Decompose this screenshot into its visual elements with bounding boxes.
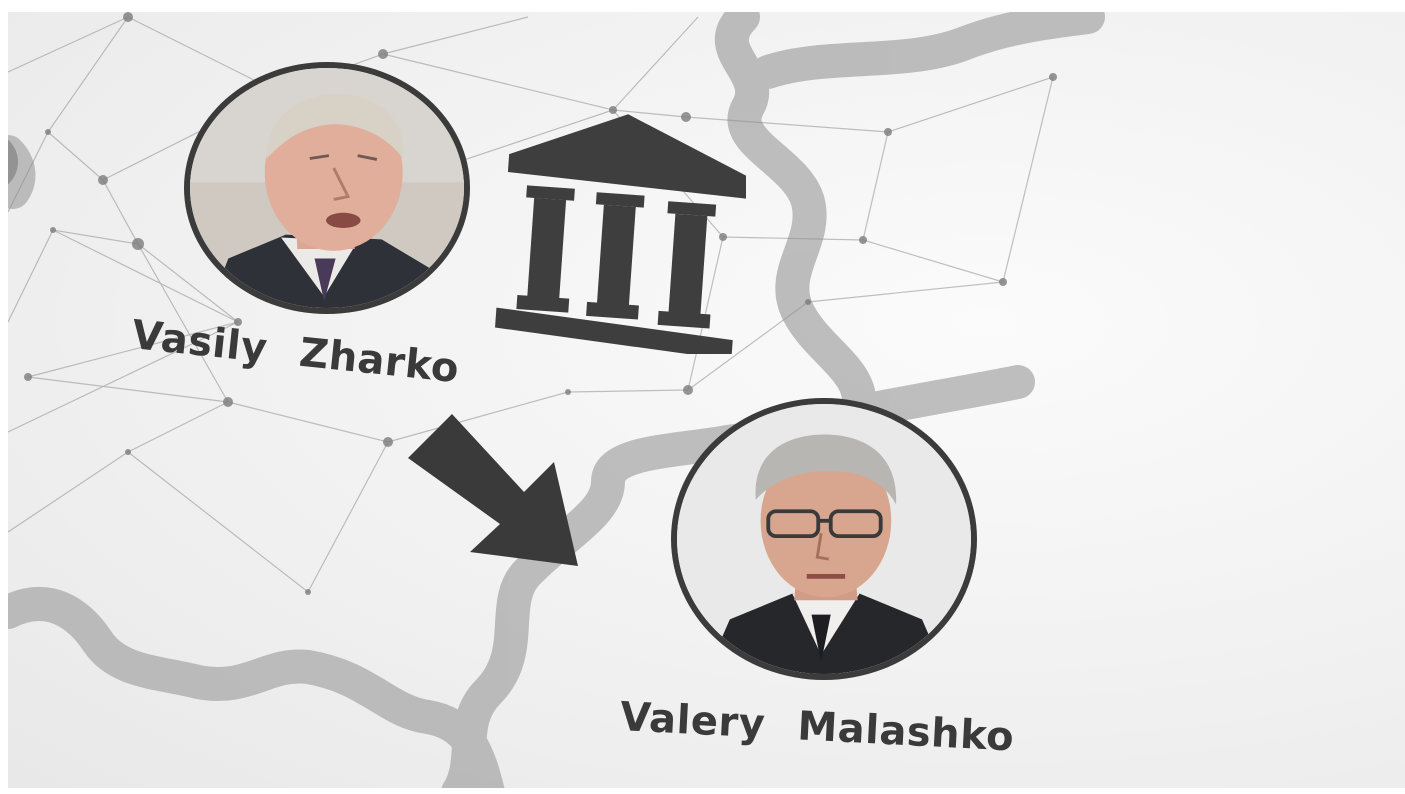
network-nodes (24, 12, 1057, 595)
arrow-down-right-icon (408, 414, 578, 566)
first-name: Valery (618, 694, 767, 748)
portrait-vasily-zharko (184, 62, 470, 314)
diagram-canvas: Vasily Zharko (8, 12, 1405, 788)
person-photo-icon (677, 404, 971, 674)
bank-building-icon (495, 114, 746, 354)
person-photo-icon (190, 68, 464, 308)
partial-edge-circle (8, 139, 18, 185)
portrait-valery-malashko (671, 398, 977, 680)
